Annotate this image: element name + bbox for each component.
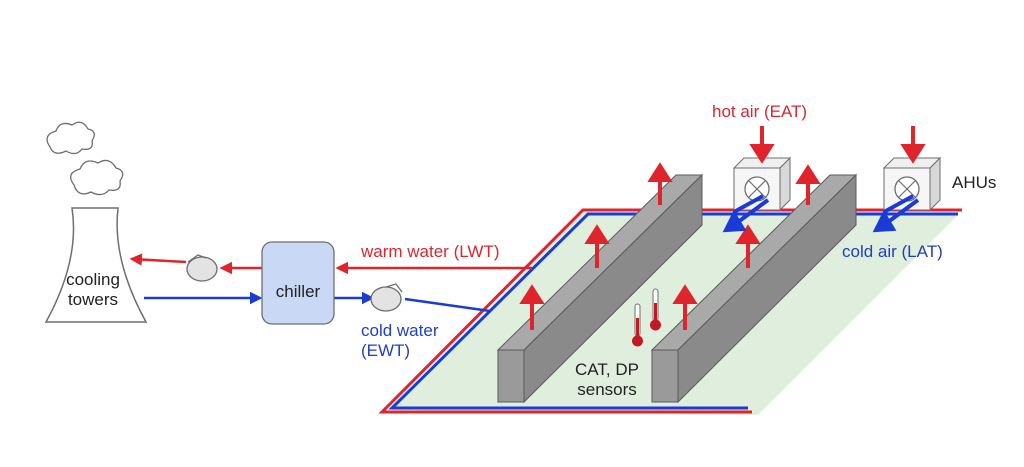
pump-icon [186,254,218,282]
sensors-label-line-1: CAT, DP [575,360,639,379]
cooling-towers-label: cooling towers [54,270,132,310]
pump-icon [370,283,403,312]
arrow-icon [749,126,926,164]
cold-air-label: cold air (LAT) [842,242,943,261]
hot-air-label: hot air (EAT) [712,102,808,121]
cooling-tower-icon [44,207,148,323]
tower-warm-line-2 [129,253,187,266]
chiller-label: chiller [275,282,321,301]
arrow-icon [722,194,920,233]
sensors-label-line-2: sensors [577,380,637,399]
arrow-icon [519,162,821,330]
cooling-towers-label-line-1: cooling [66,270,120,289]
cold-water-label-line-1: cold water [361,321,439,340]
cooling-towers-label-line-2: towers [67,290,119,309]
cold-water-line-pump [404,297,491,313]
server-rack-row-1 [496,173,704,404]
chiller-box [261,241,335,325]
warm-water-label: warm water (LWT) [361,242,500,261]
ahu-unit-2 [882,156,942,212]
cold-water-label: cold water (EWT) [361,321,438,361]
thermometer-icon [650,288,661,331]
cloud-icon [46,121,95,155]
thermometer-icon [632,303,643,347]
sensors-label: CAT, DP sensors [562,360,652,400]
cloud-icon [69,159,124,196]
ahus-label: AHUs [952,173,997,192]
server-rack-row-2 [650,173,858,404]
fan-icon [744,176,770,202]
cold-water-label-line-2: (EWT) [361,341,411,360]
